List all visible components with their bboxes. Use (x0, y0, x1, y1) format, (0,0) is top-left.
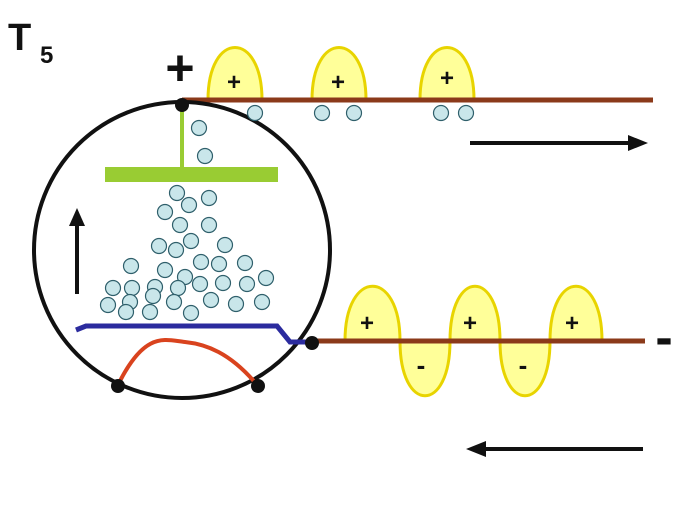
upper-hump-plus: + (227, 69, 241, 96)
electron-particle (104, 279, 122, 297)
positive-terminal-sign: + (165, 40, 194, 96)
electron-particle (200, 189, 218, 207)
filament (116, 338, 260, 388)
electron-particle (171, 216, 189, 234)
right-contact-dot (305, 336, 319, 350)
electron-particle (214, 274, 232, 292)
electron-particle (238, 275, 256, 293)
upper-hump-plus: + (331, 69, 345, 96)
lower-wave-minus: - (417, 350, 426, 380)
electron-particle (123, 279, 141, 297)
upper-wave-hump (310, 46, 368, 102)
electron-particle (168, 184, 186, 202)
upper-hump-plus: + (440, 65, 454, 92)
filament-right-dot (251, 379, 265, 393)
cathode (75, 323, 312, 345)
upper-wave-hump (206, 46, 264, 102)
electron-particle (432, 104, 450, 122)
electron-cloud (99, 104, 475, 322)
lower-wave-plus: + (360, 310, 374, 337)
arrow-left-icon (466, 441, 643, 457)
electron-particle (99, 296, 117, 314)
electron-particle (156, 261, 174, 279)
lower-wave-plus: + (565, 310, 579, 337)
electron-particle (236, 254, 254, 272)
upper-wave-group (206, 46, 476, 102)
electron-particle (156, 203, 174, 221)
electron-particle (169, 279, 187, 297)
electron-particle (150, 237, 168, 255)
top-contact-dot (175, 98, 189, 112)
electron-particle (313, 104, 331, 122)
electron-particle (117, 303, 135, 321)
lower-wave-plus: + (463, 310, 477, 337)
electron-particle (190, 119, 208, 137)
electron-particle (191, 275, 209, 293)
arrow-up-icon (69, 208, 85, 294)
title-letter: T (8, 17, 31, 59)
electron-particle (457, 104, 475, 122)
electron-particle (144, 287, 162, 305)
electron-particle (216, 236, 234, 254)
electron-particle (192, 253, 210, 271)
electron-particle (141, 303, 159, 321)
electron-particle (210, 255, 228, 273)
electron-particle (182, 232, 200, 250)
electron-particle (165, 293, 183, 311)
electron-particle (182, 304, 200, 322)
upper-wave-hump (418, 46, 476, 102)
title-subscript: 5 (40, 42, 53, 69)
electron-particle (253, 293, 271, 311)
electron-particle (167, 241, 185, 259)
negative-terminal-sign: - (655, 309, 672, 367)
filament-left-dot (111, 379, 125, 393)
electron-particle (227, 295, 245, 313)
electron-particle (200, 216, 218, 234)
electron-particle (202, 291, 220, 309)
electron-particle (257, 269, 275, 287)
electron-particle (180, 196, 198, 214)
grid-plate (105, 167, 278, 182)
lower-wave-minus: - (519, 350, 528, 380)
electron-particle (246, 104, 264, 122)
electron-particle (345, 104, 363, 122)
electron-particle (122, 257, 140, 275)
electron-particle (196, 147, 214, 165)
arrow-right-icon (470, 135, 648, 151)
